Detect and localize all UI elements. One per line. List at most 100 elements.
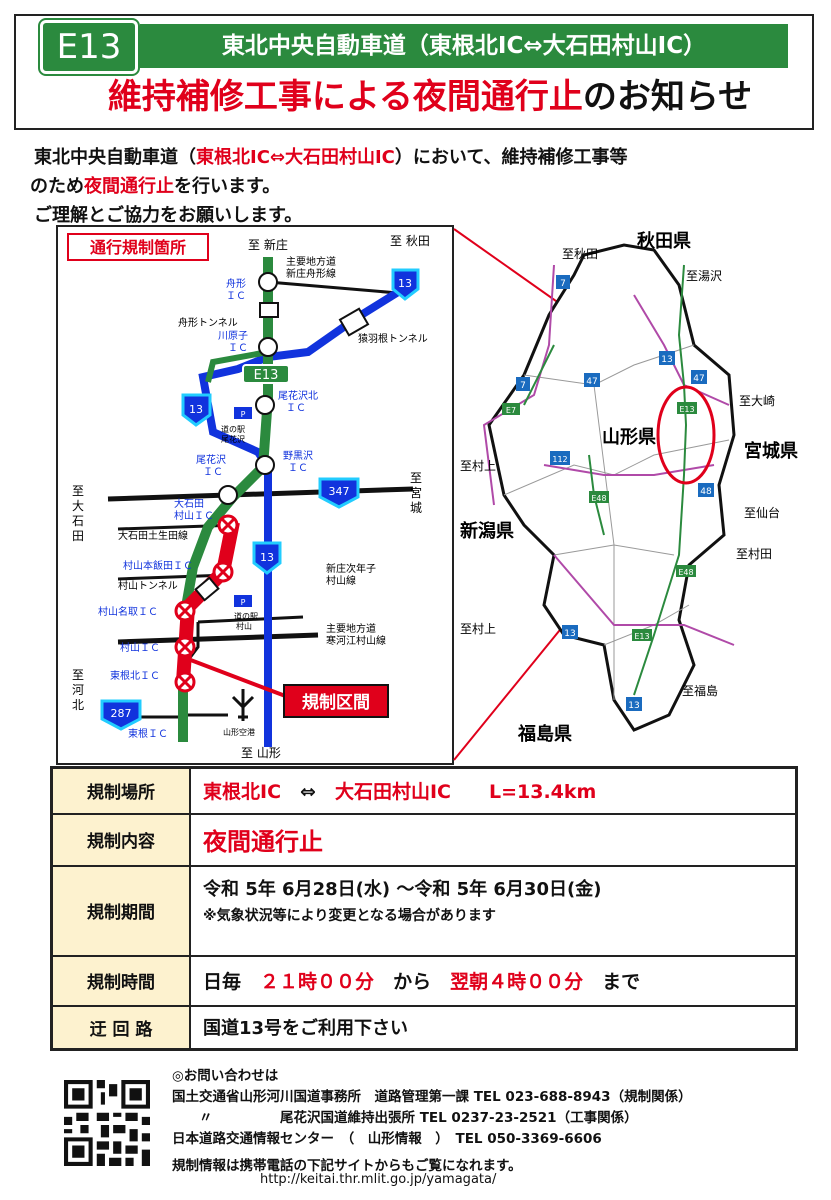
intro-text: 東北中央自動車道（東根北IC⇔大石田村山IC）において、維持補修工事等 のため夜…	[30, 143, 810, 230]
intro-line1-red: 東根北IC⇔大石田村山IC	[196, 147, 395, 168]
contact-heading: ◎お問い合わせは	[172, 1068, 279, 1084]
table-row: 規制期間 令和 5年 6月28日(水) ～令和 5年 6月30日(金) ※気象状…	[50, 864, 798, 957]
table-row: 迂 回 路 国道13号をご利用下さい	[50, 1004, 798, 1051]
prefroad-shinjo-label: 主要地方道新庄舟形線	[286, 255, 336, 280]
oishida-murayama-ic-label: 大石田村山ＩＣ	[174, 497, 214, 522]
route-347-shield: 347	[318, 477, 360, 509]
route-label: 13	[564, 629, 575, 639]
michinoeki-murayama-label: 道の駅村山	[234, 611, 258, 631]
route-shield: E13	[677, 402, 697, 414]
closed-ic-icon	[174, 600, 196, 622]
closed-ic-icon	[212, 561, 234, 583]
route-shield: 47	[584, 373, 600, 387]
higashine-ic-label: 東根ＩＣ	[128, 727, 168, 740]
tunnel-icon	[259, 302, 279, 318]
contact-line: 日本道路交通情報センター （ 山形情報 ） TEL 050-3369-6606	[172, 1131, 602, 1147]
intro-line2-red: 夜間通行止	[84, 176, 174, 197]
closed-ic-icon	[174, 671, 196, 693]
to-osaki-label: 至大崎	[739, 394, 775, 408]
route-shield: 112	[550, 451, 570, 465]
route-label: E13	[634, 632, 649, 641]
time-suffix: まで	[602, 971, 641, 993]
murayama-natori-ic-label: 村山名取ＩＣ	[98, 605, 158, 618]
route-shield: 13	[626, 697, 642, 711]
route-shield: 7	[556, 275, 570, 289]
qr-code[interactable]	[64, 1080, 150, 1166]
airport-label: 山形空港	[223, 727, 255, 737]
funagata-tunnel-label: 舟形トンネル	[178, 316, 238, 329]
obanazawa-kita-ic-label: 尾花沢北ＩＣ	[278, 389, 318, 414]
contact-line: 国土交通省山形河川国道事務所 道路管理第一課 TEL 023-688-8943（…	[172, 1089, 692, 1105]
to-fukushima-label: 至福島	[682, 683, 718, 698]
period-label: 規制期間	[50, 864, 191, 957]
closure-highlight	[656, 385, 716, 485]
contact-info: ◎お問い合わせは 国土交通省山形河川国道事務所 道路管理第一課 TEL 023-…	[172, 1066, 812, 1177]
table-row: 規制場所 東根北IC ⇔ 大石田村山IC L=13.4km	[50, 766, 798, 815]
place-from: 東根北IC	[203, 781, 282, 804]
route-shield: E13	[632, 629, 652, 641]
mobile-note: 規制情報は携帯電話の下記サイトからもご覧になれます。	[172, 1158, 522, 1174]
to-miyagi-label: 至宮城	[410, 471, 422, 515]
route-13-shield: 13	[252, 541, 282, 575]
route-label: 47	[586, 377, 597, 387]
route-shield: 13	[659, 351, 675, 365]
route-label: 47	[693, 374, 704, 384]
route-label: 13	[628, 701, 639, 711]
route-287-label: 287	[111, 707, 132, 720]
prefecture-map-svg: 7 7 13 13 13 47 47 48 112 E13 E13 E48 E4…	[460, 230, 798, 745]
shinjo-tsugitoshi-label: 新庄次年子村山線	[326, 562, 376, 587]
time-mid: から	[393, 971, 432, 993]
kawarago-ic-label: 川原子ＩＣ	[218, 330, 248, 354]
table-row: 規制内容 夜間通行止	[50, 812, 798, 867]
time-label: 規制時間	[50, 954, 191, 1007]
intro-line1-a: 東北中央自動車道（	[34, 147, 196, 168]
to-murata-label: 至村田	[736, 547, 772, 561]
niigata-pref-label: 新潟県	[460, 520, 514, 542]
route-shield: 13	[562, 625, 578, 639]
nojiro-ic-label: 野黒沢ＩＣ	[283, 449, 313, 474]
route-label: E48	[591, 494, 606, 503]
roadside-station-icon: P	[234, 595, 252, 607]
prefecture-map: 7 7 13 13 13 47 47 48 112 E13 E13 E48 E4…	[454, 225, 819, 765]
prefroad-sagae-label: 主要地方道寒河江村山線	[326, 622, 386, 647]
route-label: 13	[661, 355, 672, 365]
tunnel-icon	[194, 576, 220, 602]
place-arrow: ⇔	[300, 781, 316, 804]
intro-line2-a: のため	[30, 176, 84, 197]
funagata-ic-label: 舟形ＩＣ	[226, 277, 246, 302]
miyagi-pref-label: 宮城県	[744, 440, 798, 462]
period-cell: 令和 5年 6月28日(水) ～令和 5年 6月30日(金) ※気象状況等により…	[189, 864, 798, 957]
closed-ic-icon	[174, 636, 196, 658]
route-13-label: 13	[260, 551, 274, 564]
content-value: 夜間通行止	[189, 812, 798, 867]
route-13-label: 13	[189, 403, 203, 416]
yamagata-pref-label: 山形県	[602, 427, 656, 448]
to-yamagata-label: 至 山形	[241, 746, 281, 760]
route-label: 7	[560, 279, 566, 289]
place-length: L=13.4km	[489, 781, 597, 804]
murayama-tunnel-label: 村山トンネル	[118, 579, 178, 592]
place-value: 東根北IC ⇔ 大石田村山IC L=13.4km	[189, 766, 798, 815]
mobile-site-link[interactable]: http://keitai.thr.mlit.go.jp/yamagata/	[260, 1172, 497, 1187]
route-287-shield: 287	[100, 699, 142, 731]
content-label: 規制内容	[50, 812, 191, 867]
route-13-label: 13	[398, 277, 412, 290]
detour-label: 迂 回 路	[50, 1004, 191, 1051]
table-row: 規制時間 日毎 ２１時００分 から 翌朝４時００分 まで	[50, 954, 798, 1007]
e13-badge-label: E13	[254, 368, 279, 383]
notice-title-red: 維持補修工事による夜間通行止	[107, 77, 583, 117]
schematic-map: P P 13 E13 13 347 13 287 規制区間 通行規制箇所 至 新…	[56, 225, 454, 765]
detour-value: 国道13号をご利用下さい	[189, 1004, 798, 1051]
route-shield: E7	[502, 403, 520, 415]
time-value: 日毎 ２１時００分 から 翌朝４時００分 まで	[189, 954, 798, 1007]
to-sendai-label: 至仙台	[744, 505, 780, 520]
to-akita-label: 至 秋田	[390, 234, 430, 248]
sarubane-tunnel-label: 猿羽根トンネル	[358, 332, 428, 345]
murayama-ic-label: 村山ＩＣ	[120, 641, 160, 654]
oishida-tsuchiuda-label: 大石田土生田線	[118, 529, 188, 542]
route-code-badge: E13	[38, 18, 140, 76]
to-oishida-label: 至大石田	[72, 484, 84, 543]
route-347-label: 347	[329, 485, 350, 498]
closure-section-label: 規制区間	[302, 692, 370, 713]
route-label: 48	[700, 487, 712, 497]
